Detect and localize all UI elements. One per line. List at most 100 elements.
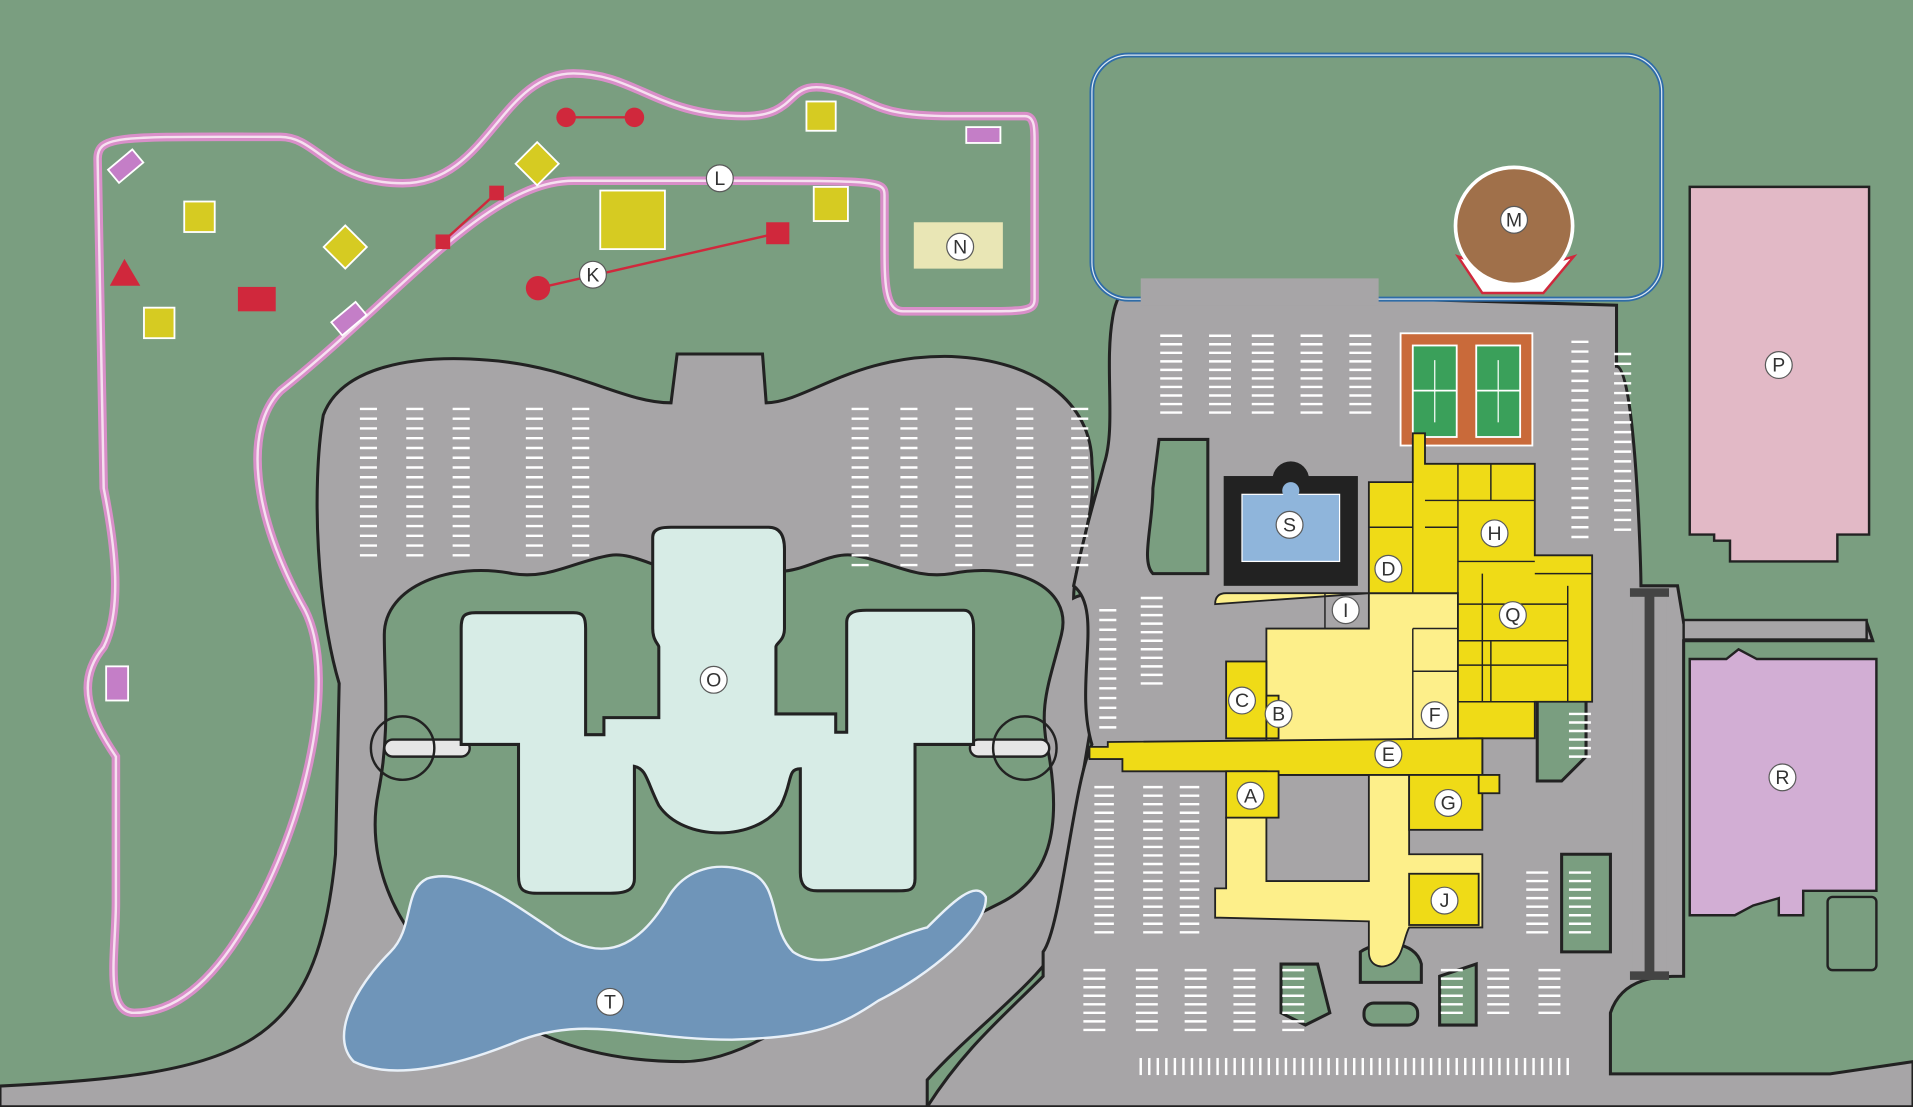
map-label-c: C	[1227, 686, 1257, 715]
equipment-square	[183, 200, 216, 233]
map-label-marker	[705, 164, 734, 193]
map-label-e: E	[1374, 740, 1403, 769]
map-label-text: H	[1487, 523, 1501, 545]
map-label-l: L	[705, 164, 734, 193]
map-label-marker	[1430, 886, 1459, 915]
map-label-o: O	[699, 665, 728, 694]
map-label-q: Q	[1498, 601, 1527, 630]
map-label-a: A	[1236, 781, 1265, 810]
pond	[342, 865, 988, 1072]
map-label-text: F	[1429, 705, 1441, 727]
map-label-marker	[1236, 781, 1265, 810]
map-label-marker	[699, 665, 728, 694]
map-label-marker	[946, 232, 975, 261]
equipment-square	[143, 306, 176, 340]
map-label-marker	[1764, 350, 1793, 380]
equipment-red-triangle	[109, 258, 141, 286]
park-equipment	[105, 100, 1003, 702]
map-label-marker	[1275, 510, 1304, 539]
field-notch-cover	[1140, 278, 1379, 306]
map-label-f: F	[1420, 701, 1449, 730]
equipment-red-post	[624, 107, 645, 128]
map-label-b: B	[1264, 699, 1293, 728]
walking-trail	[83, 69, 1039, 1018]
turnaround-left	[369, 715, 436, 782]
field-outline	[1089, 52, 1665, 302]
equipment-square	[805, 100, 837, 132]
map-label-text: I	[1343, 600, 1348, 622]
map-label-text: M	[1506, 209, 1522, 231]
map-label-marker	[1498, 601, 1527, 630]
equipment-pink-pad	[106, 148, 145, 185]
map-label-text: K	[586, 264, 599, 286]
athletic-field	[1089, 52, 1665, 306]
equipment-pink-pad	[105, 665, 130, 702]
map-label-p: P	[1764, 350, 1793, 380]
map-label-marker	[1420, 701, 1449, 730]
divider-cap-bottom	[1629, 971, 1669, 980]
map-label-text: P	[1772, 355, 1785, 377]
equipment-large-square	[599, 189, 666, 251]
map-label-r: R	[1768, 763, 1797, 792]
map-label-text: L	[714, 168, 725, 190]
road-spur-left	[383, 738, 471, 758]
corridor-e	[1088, 737, 1484, 776]
turnaround-right	[991, 715, 1058, 782]
road-spur-right	[968, 738, 1051, 758]
map-label-text: J	[1440, 890, 1450, 912]
map-label-text: E	[1382, 744, 1395, 766]
equipment-diamond	[322, 224, 369, 270]
pool-dome	[1272, 461, 1310, 498]
map-label-marker	[1374, 554, 1403, 583]
map-label-text: O	[706, 669, 721, 691]
map-label-marker	[1227, 686, 1257, 715]
divider-bar	[1644, 591, 1655, 980]
map-label-text: R	[1775, 767, 1789, 789]
map-label-j: J	[1430, 886, 1459, 915]
map-label-k: K	[578, 260, 607, 289]
map-label-text: N	[953, 236, 967, 258]
map-label-text: G	[1441, 793, 1456, 815]
tennis-courts	[1399, 332, 1534, 447]
equipment-red-link	[537, 232, 778, 290]
equipment-pink-pad	[329, 300, 368, 337]
map-label-n: N	[946, 232, 975, 261]
map-label-d: D	[1374, 554, 1403, 583]
room-g-ext	[1477, 774, 1501, 795]
map-label-g: G	[1434, 788, 1463, 818]
map-label-marker	[578, 260, 607, 289]
map-label-text: D	[1381, 558, 1395, 580]
map-label-m: M	[1500, 205, 1529, 234]
map-label-text: A	[1244, 785, 1257, 807]
equipment-red-link	[442, 192, 498, 243]
equipment-red-block	[237, 286, 276, 312]
map-label-text: S	[1283, 514, 1296, 536]
equipment-red-post	[525, 275, 551, 301]
map-label-i: I	[1331, 596, 1360, 625]
map-label-marker	[1768, 763, 1797, 792]
building-o	[459, 525, 976, 895]
map-label-h: H	[1480, 519, 1509, 548]
equipment-red-post	[556, 107, 576, 128]
parking-stalls	[359, 283, 1632, 1076]
map-label-text: T	[604, 991, 616, 1013]
map-label-marker	[595, 987, 625, 1016]
map-label-marker	[1480, 519, 1509, 548]
building-r-annex	[1826, 895, 1878, 972]
divider-cap-top	[1629, 588, 1669, 597]
equipment-red-post	[435, 234, 451, 250]
map-label-marker	[1264, 699, 1293, 728]
road-to-p	[1682, 618, 1868, 641]
wing-bright-core	[1367, 432, 1594, 740]
map-label-text: C	[1235, 690, 1249, 712]
equipment-red-post	[489, 185, 504, 201]
map-label-text: Q	[1505, 605, 1520, 627]
map-label-text: B	[1272, 704, 1285, 726]
equipment-diamond	[514, 140, 561, 187]
map-label-s: S	[1275, 510, 1304, 539]
map-label-marker	[1434, 788, 1463, 818]
map-label-marker	[1500, 205, 1529, 234]
equipment-red-post	[766, 222, 790, 245]
map-label-marker	[1374, 740, 1403, 769]
